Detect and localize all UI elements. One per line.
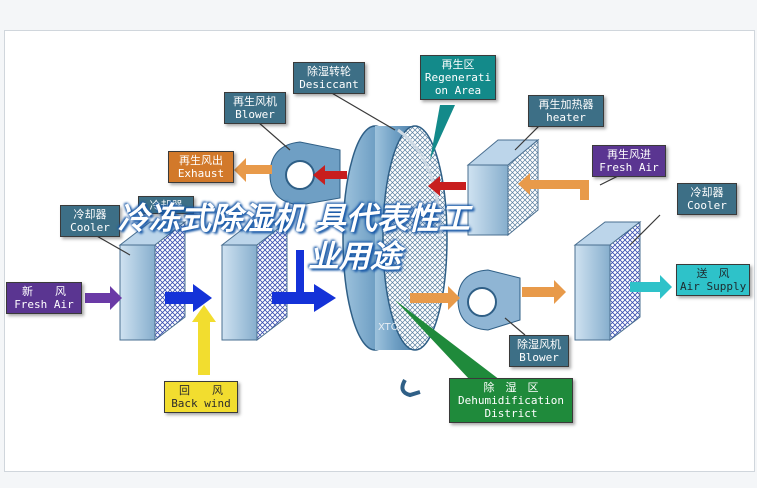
arrow-blue-vertical xyxy=(296,250,304,292)
label-dehum-district-zh: 除 湿 区 xyxy=(483,381,539,394)
label-regen-heater: 再生加热器 heater xyxy=(528,95,604,127)
watermark-text: XTO xyxy=(378,322,399,333)
dehum-district-pointer xyxy=(395,300,500,380)
label-cooler-mid-zh: 冷却器 xyxy=(149,199,183,212)
label-regen-air-in-en: Fresh Air xyxy=(599,161,659,174)
label-dehum-blower: 除湿风机 Blower xyxy=(509,335,569,367)
arrow-blue-1 xyxy=(165,284,212,312)
label-regen-blower-en: Blower xyxy=(235,108,275,121)
overlay-title: 冷冻式除湿机 具代表性工 业用途 xyxy=(118,200,638,276)
label-dehum-district-en1: Dehumidification xyxy=(458,394,564,407)
label-cooler-right-en: Cooler xyxy=(687,199,727,212)
label-regen-exhaust-en: Exhaust xyxy=(177,167,225,180)
label-regen-area: 再生区 Regenerati on Area xyxy=(420,55,496,100)
arrow-air-supply xyxy=(630,275,672,299)
label-regen-area-en1: Regenerati xyxy=(424,71,492,84)
label-fresh-air: 新 风 Fresh Air xyxy=(6,282,82,314)
label-dehum-blower-zh: 除湿风机 xyxy=(517,338,561,351)
overlay-title-line2: 业用途 xyxy=(308,239,401,275)
label-back-wind-zh: 回 风 xyxy=(179,384,223,397)
label-cooler-right: 冷却器 Cooler xyxy=(677,183,737,215)
label-desiccant-en: Desiccant xyxy=(299,78,359,91)
label-air-supply-zh: 送 风 xyxy=(696,267,730,280)
arrow-regen-in xyxy=(518,173,589,200)
arrow-blue-2 xyxy=(272,284,336,312)
label-back-wind: 回 风 Back wind xyxy=(164,381,238,413)
arrow-heater-to-wheel xyxy=(428,176,466,196)
label-desiccant: 除湿转轮 Desiccant xyxy=(293,62,365,94)
label-dehum-blower-en: Blower xyxy=(519,351,559,364)
regen-area-pointer xyxy=(430,105,455,160)
label-cooler-left-zh: 冷却器 xyxy=(73,208,107,221)
leader-lines xyxy=(94,91,661,336)
cooler-left-box xyxy=(118,220,187,342)
label-regen-heater-zh: 再生加热器 xyxy=(538,98,594,111)
label-regen-blower-zh: 再生风机 xyxy=(233,95,277,108)
label-regen-area-zh: 再生区 xyxy=(441,58,475,71)
label-regen-area-en2: on Area xyxy=(434,84,482,97)
cooler-mid-box xyxy=(220,220,289,342)
regen-blower-shape xyxy=(269,141,341,206)
overlay-title-line1: 冷冻式除湿机 具代表性工 xyxy=(118,201,470,237)
label-regen-air-in-zh: 再生风进 xyxy=(607,148,651,161)
label-air-supply: 送 风 Air Supply xyxy=(676,264,750,296)
label-cooler-left: 冷却器 Cooler xyxy=(60,205,120,237)
label-back-wind-en: Back wind xyxy=(171,397,231,410)
label-cooler-mid: 冷却器 xyxy=(138,196,194,214)
label-cooler-left-en: Cooler xyxy=(70,221,110,234)
label-regen-blower: 再生风机 Blower xyxy=(224,92,286,124)
arrow-to-dehum-blower xyxy=(410,286,460,310)
arrow-fresh-air-in xyxy=(85,286,122,310)
label-regen-heater-en: heater xyxy=(546,111,586,124)
label-dehum-district: 除 湿 区 Dehumidification District xyxy=(449,378,573,423)
dehum-blower-shape xyxy=(457,269,521,331)
label-regen-exhaust-zh: 再生风出 xyxy=(179,154,223,167)
arrow-wheel-to-blower xyxy=(313,165,347,185)
label-regen-exhaust: 再生风出 Exhaust xyxy=(168,151,234,183)
arrow-exhaust xyxy=(234,158,272,182)
label-fresh-air-en: Fresh Air xyxy=(14,298,74,311)
label-air-supply-en: Air Supply xyxy=(680,280,747,293)
cooler-right-box xyxy=(573,220,642,342)
label-desiccant-zh: 除湿转轮 xyxy=(307,65,351,78)
arrow-back-wind xyxy=(192,305,216,375)
label-fresh-air-zh: 新 风 xyxy=(22,285,66,298)
label-cooler-right-zh: 冷却器 xyxy=(690,186,724,199)
label-regen-air-in: 再生风进 Fresh Air xyxy=(592,145,666,177)
label-dehum-district-en2: District xyxy=(484,407,538,420)
arrow-to-right-cooler xyxy=(522,280,566,304)
